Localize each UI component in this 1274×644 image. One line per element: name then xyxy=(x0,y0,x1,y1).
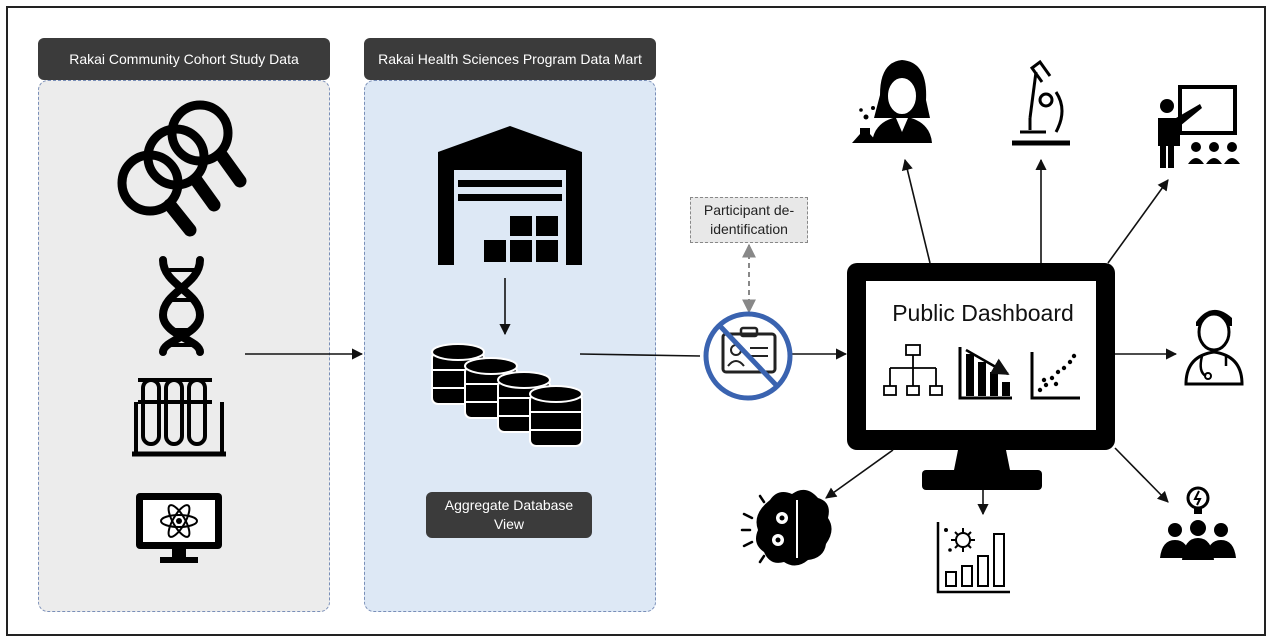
magnifying-glasses-icon xyxy=(117,100,247,237)
arrow-to-teacher xyxy=(1107,179,1169,264)
warehouse-icon xyxy=(438,126,582,265)
arrow-mart-to-deid xyxy=(579,353,701,357)
doctor-icon xyxy=(1184,309,1244,386)
atom-monitor-icon xyxy=(136,493,222,563)
test-tubes-icon xyxy=(132,378,226,457)
scatter-plot-icon xyxy=(1030,352,1080,400)
dashboard-monitor xyxy=(847,263,1115,490)
arrow-to-scientist xyxy=(901,158,931,264)
database-stack-icon xyxy=(431,343,583,447)
participant-deidentification-label: Participant de-identification xyxy=(690,197,808,243)
public-dashboard-title: Public Dashboard xyxy=(892,300,1074,326)
org-chart-icon xyxy=(883,344,943,396)
no-id-card-icon xyxy=(703,311,793,401)
virus-chart-icon xyxy=(936,522,1010,594)
scientist-icon xyxy=(852,60,932,143)
bar-chart-down-icon xyxy=(958,347,1012,400)
team-idea-icon xyxy=(1160,486,1236,560)
microscope-icon xyxy=(1012,59,1070,146)
aggregate-database-view-label: Aggregate Database View xyxy=(426,492,592,538)
data-mart-title: Rakai Health Sciences Program Data Mart xyxy=(364,38,656,80)
ai-brain-icon xyxy=(740,489,832,566)
arrow-to-ai-brain xyxy=(825,449,894,499)
arrow-to-team xyxy=(1114,447,1169,503)
cohort-data-title: Rakai Community Cohort Study Data xyxy=(38,38,330,80)
dna-icon xyxy=(158,256,205,356)
teacher-icon xyxy=(1158,85,1240,168)
dashboard-output-arrows xyxy=(825,158,1178,516)
